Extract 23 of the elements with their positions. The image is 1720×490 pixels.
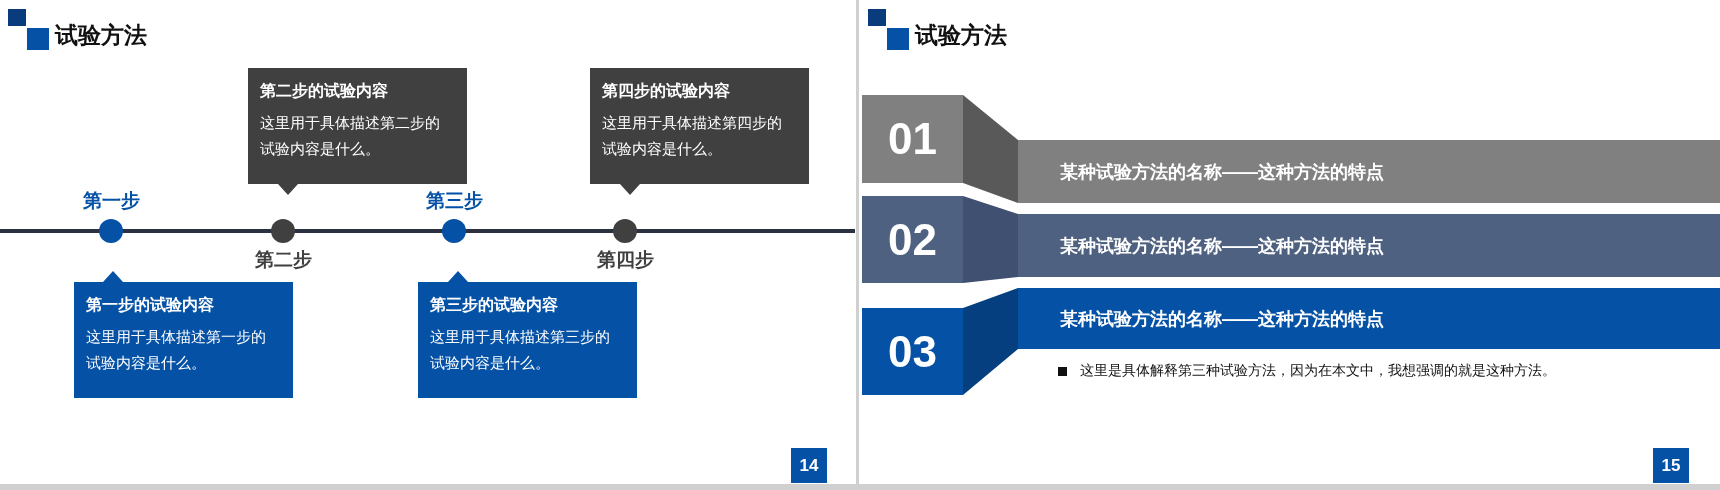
step-label: 第四步 [596,249,654,272]
slide-title: 试验方法 [55,22,147,50]
callout-box [74,271,293,398]
callout-text: 这里用于具体描述第三步的试验内容是什么。 [430,328,611,373]
slide-title: 试验方法 [915,22,1007,50]
step-label: 第三步 [425,190,483,213]
page-number: 15 [1653,448,1689,483]
bullet-text: 这里是具体解释第三种试验方法，因为在本文中，我想强调的就是这种方法。 [1080,362,1556,379]
page-number: 14 [791,448,827,483]
callout-text: 这里用于具体描述第二步的试验内容是什么。 [260,114,441,159]
callout-text: 这里用于具体描述第一步的试验内容是什么。 [86,328,267,373]
callout-heading: 第二步的试验内容 [260,81,388,101]
callout-heading: 第一步的试验内容 [86,295,214,315]
step-label: 第一步 [82,190,140,213]
callout-heading: 第四步的试验内容 [602,81,730,101]
callout-box [418,271,637,398]
ribbon-bar: 某种试验方法的名称——这种方法的特点 [1018,140,1720,203]
ribbon-bar: 某种试验方法的名称——这种方法的特点 [1018,288,1720,349]
ribbon-bar: 某种试验方法的名称——这种方法的特点 [1018,214,1720,277]
step-label: 第二步 [254,249,312,272]
callout-text: 这里用于具体描述第四步的试验内容是什么。 [602,114,783,159]
callout-box [590,68,809,195]
callout-heading: 第三步的试验内容 [430,295,558,315]
